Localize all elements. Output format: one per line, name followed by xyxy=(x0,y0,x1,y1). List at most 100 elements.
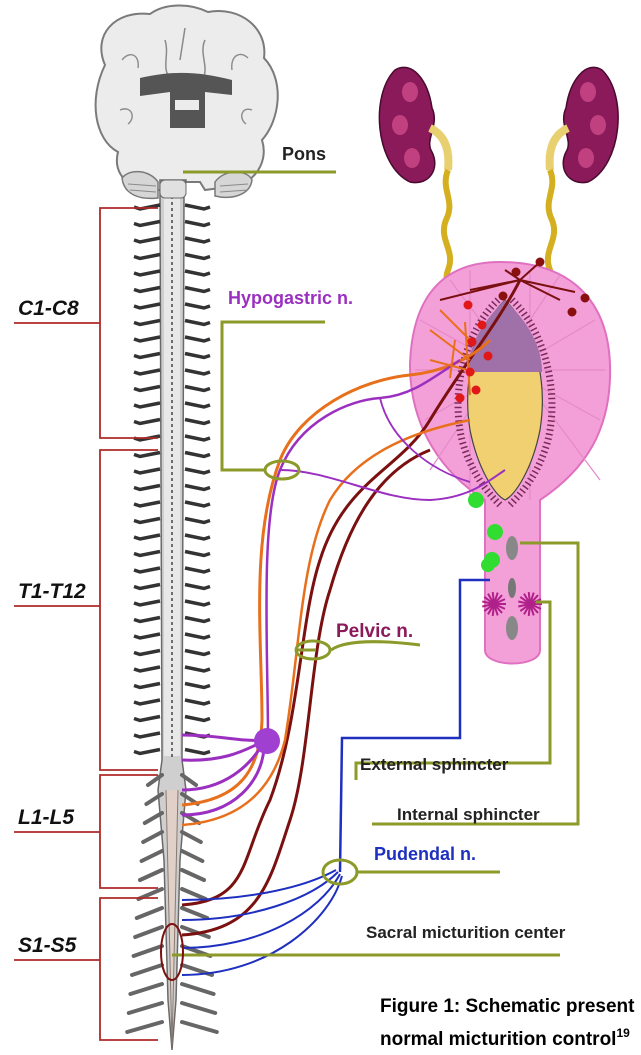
nerve-root-right xyxy=(185,288,210,292)
nerve-root-left xyxy=(134,238,160,242)
cauda-root xyxy=(182,889,206,899)
kidneys xyxy=(379,67,618,182)
nerve-root-right xyxy=(185,453,210,457)
nerve-root-right xyxy=(185,601,210,605)
nerve-root-right xyxy=(185,304,210,308)
nerve-root-left xyxy=(134,469,160,473)
nerve-root-right xyxy=(185,321,210,325)
nerve-root-left xyxy=(134,387,160,391)
cauda-root xyxy=(145,813,162,823)
nerve-root-left xyxy=(134,568,160,572)
nerve-root-left xyxy=(134,288,160,292)
nerve-root-right xyxy=(185,486,210,490)
nerve-ending-dot xyxy=(568,308,577,317)
brain xyxy=(96,5,278,198)
figure-caption-line2: normal micturition control19 xyxy=(380,1026,630,1050)
nerve-root-right xyxy=(185,255,210,259)
nerve-root-left xyxy=(134,717,160,721)
cauda-root xyxy=(135,927,162,937)
nerve-root-right xyxy=(185,634,210,638)
nerve-root-right xyxy=(185,535,210,539)
label-pons: Pons xyxy=(282,144,326,164)
cauda-root xyxy=(127,1022,162,1032)
nerve-root-right xyxy=(185,354,210,358)
nerve-root-left xyxy=(134,552,160,556)
cauda-root xyxy=(129,1003,162,1013)
nerve-root-left xyxy=(134,370,160,374)
spinal-cord xyxy=(158,180,186,1050)
segment-label-sacral: S1-S5 xyxy=(18,934,77,957)
cauda-root xyxy=(182,1022,217,1032)
nerve-root-left xyxy=(134,304,160,308)
nerve-root-right xyxy=(185,717,210,721)
nerve-ending-dot xyxy=(581,294,590,303)
nerve-ending-dot xyxy=(484,352,493,361)
nerve-root-left xyxy=(134,354,160,358)
cauda-root xyxy=(137,908,162,918)
label-pelvic-nerve: Pelvic n. xyxy=(336,621,413,642)
label-external-sphincter: External sphincter xyxy=(360,755,509,774)
nerve-root-left xyxy=(134,535,160,539)
segment-label-lumbar: L1-L5 xyxy=(18,806,74,829)
nerve-root-left xyxy=(134,684,160,688)
cauda-root xyxy=(134,946,162,956)
segment-label-thoracic: T1-T12 xyxy=(18,580,86,603)
cauda-root xyxy=(142,851,162,861)
nerve-root-right xyxy=(185,205,210,209)
nerve-root-right xyxy=(185,700,210,704)
nerve-root-right xyxy=(185,370,210,374)
label-pudendal-nerve: Pudendal n. xyxy=(374,844,476,864)
cauda-root xyxy=(132,965,162,975)
cauda-root xyxy=(182,851,202,861)
nerve-root-right xyxy=(185,271,210,275)
nerve-root-left xyxy=(134,337,160,341)
nerve-root-left xyxy=(134,255,160,259)
cauda-root xyxy=(182,832,201,842)
cauda-root xyxy=(182,908,207,918)
nerve-root-left xyxy=(134,222,160,226)
nerve-root-left xyxy=(134,453,160,457)
nerve-root-right xyxy=(185,552,210,556)
nerve-ending-dot xyxy=(536,258,545,267)
label-internal-sphincter: Internal sphincter xyxy=(397,805,540,824)
cauda-root xyxy=(140,870,162,880)
nerve-root-left xyxy=(134,651,160,655)
nerve-root-right xyxy=(185,618,210,622)
nerve-root-right xyxy=(185,337,210,341)
label-sacral-micturition-center: Sacral micturition center xyxy=(366,923,566,942)
cauda-root xyxy=(143,832,162,842)
nerve-root-right xyxy=(185,238,210,242)
nerve-root-left xyxy=(134,750,160,754)
nerve-ending-dot xyxy=(468,338,477,347)
segment-brackets xyxy=(14,208,158,1040)
lumbar-ganglion xyxy=(254,728,280,754)
cauda-root xyxy=(182,984,214,994)
nerve-root-right xyxy=(185,651,210,655)
nerve-root-left xyxy=(134,486,160,490)
nerve-root-right xyxy=(185,403,210,407)
caption-reference: 19 xyxy=(616,1026,630,1040)
nerve-ending-dot xyxy=(478,321,487,330)
nerve-root-right xyxy=(185,502,210,506)
nerve-root-left xyxy=(134,271,160,275)
nerve-root-right xyxy=(185,222,210,226)
nerve-root-right xyxy=(185,667,210,671)
nerve-root-left xyxy=(134,700,160,704)
figure-caption-line1: Figure 1: Schematic present xyxy=(380,996,635,1017)
nerve-root-left xyxy=(134,667,160,671)
nerve-root-right xyxy=(185,519,210,523)
nerve-ending-dot xyxy=(456,394,465,403)
cauda-root xyxy=(182,870,204,880)
nerve-root-right xyxy=(185,750,210,754)
nerve-ending-dot xyxy=(466,368,475,377)
nerve-root-right xyxy=(185,568,210,572)
nerve-root-right xyxy=(185,684,210,688)
nerve-root-left xyxy=(134,733,160,737)
label-hypogastric-nerve: Hypogastric n. xyxy=(228,288,353,308)
nerve-root-left xyxy=(134,321,160,325)
nerve-ending-dot xyxy=(512,268,521,277)
nerve-root-left xyxy=(134,585,160,589)
nerve-root-left xyxy=(134,502,160,506)
